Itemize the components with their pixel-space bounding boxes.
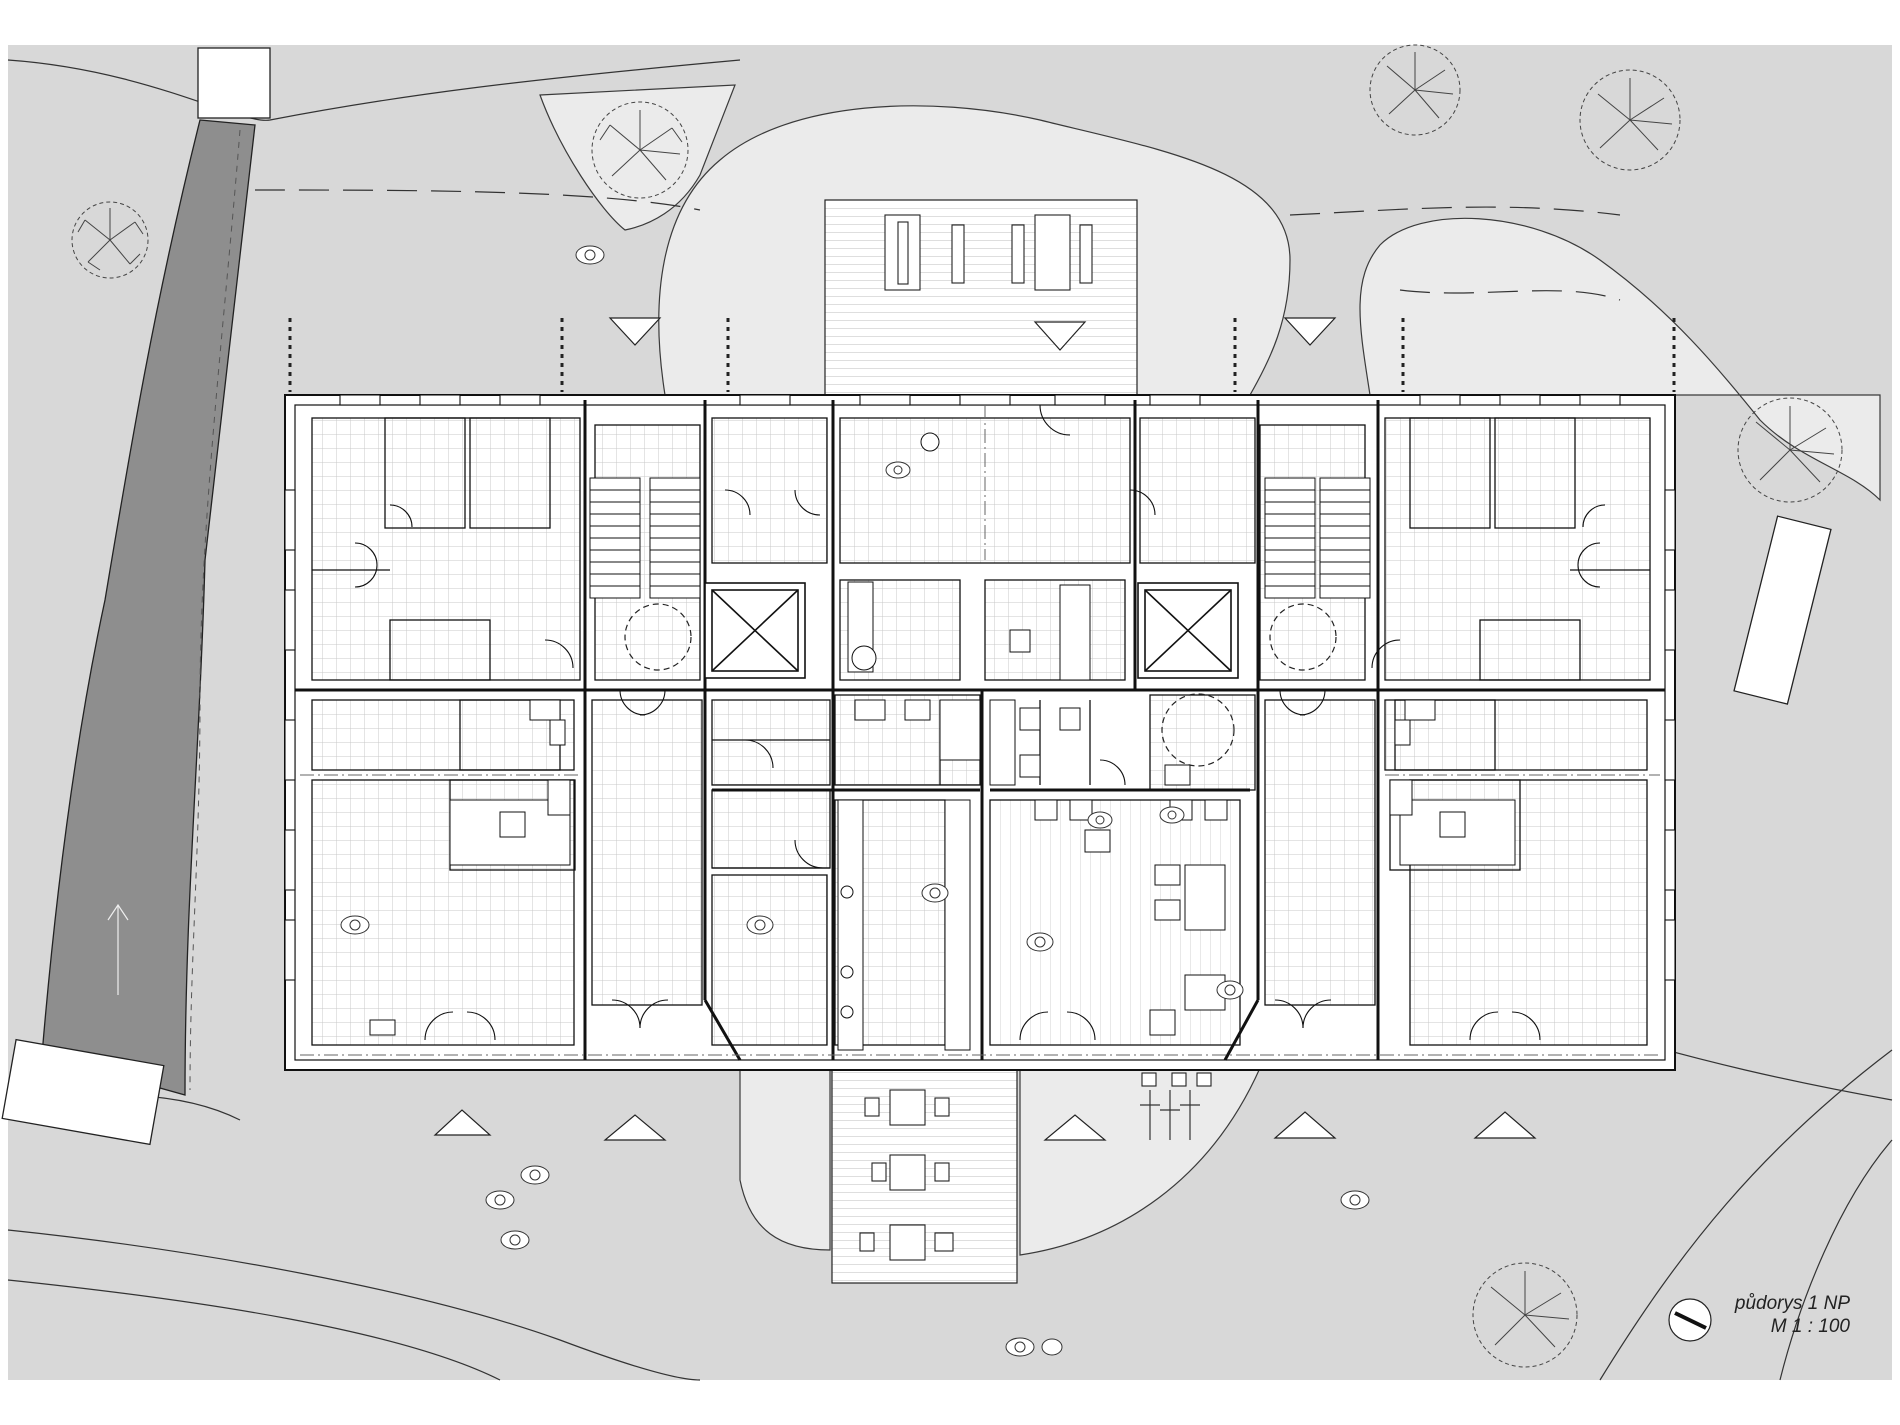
road-curb [189, 129, 241, 1091]
stairs-left [589, 477, 701, 599]
terrace-furniture-north [884, 214, 1093, 291]
terrace-furniture-south [859, 1089, 954, 1261]
facade-windows [284, 394, 1676, 981]
bicycle-icon [1140, 1090, 1200, 1140]
up-arrow-icon [107, 903, 129, 995]
shed-left [1, 1038, 165, 1146]
shed-right [1733, 515, 1832, 705]
stairs-right [1264, 477, 1371, 599]
road-gate [197, 47, 271, 119]
doors [354, 404, 1606, 1041]
bike-stands [1141, 1072, 1212, 1087]
interior-walls [295, 400, 1665, 1061]
drawing-title: půdorys 1 NP [1734, 1293, 1850, 1314]
triangle-marker-icon [433, 317, 1537, 1141]
north-arrow-icon [1668, 1298, 1712, 1342]
drawing-legend: půdorys 1 NP M 1 : 100 [1735, 1292, 1850, 1338]
drawing-scale: M 1 : 100 [1770, 1316, 1850, 1337]
turning-circles [624, 603, 1337, 767]
railing-markers [288, 318, 1676, 392]
section-lines [300, 405, 1660, 1056]
site-paths [7, 59, 1893, 1381]
tree-icon [71, 44, 1843, 1368]
road [41, 119, 256, 1096]
elevator-icon [704, 582, 1239, 679]
person-icon [340, 245, 1370, 1357]
fixtures [369, 432, 1516, 1051]
